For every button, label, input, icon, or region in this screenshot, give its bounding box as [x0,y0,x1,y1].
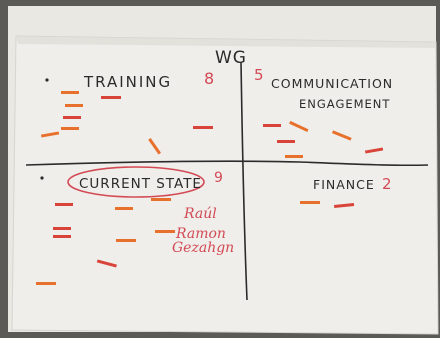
sticky-note [101,96,121,99]
sticky-note [285,155,303,158]
horizontal-divider-line [25,160,429,167]
paper-dot [40,176,44,180]
sticky-note [263,124,281,127]
sticky-note [277,140,295,143]
sticky-note [40,131,60,138]
sticky-note [55,203,73,206]
finance-title: FINANCE [313,177,375,192]
wg-label: WG [215,48,247,68]
finance-count: 2 [382,175,392,193]
name-gezahgn: Gezahgn [172,240,234,256]
sticky-note [65,104,83,107]
name-ramon: Ramon [175,226,226,242]
sticky-note [148,138,161,155]
sticky-note [364,147,384,154]
sticky-note [300,201,320,204]
current-state-count: 9 [214,170,223,186]
name-raul: Raúl [183,206,217,222]
sticky-note [61,91,79,94]
vertical-divider-line [240,61,248,301]
current-state-circle [67,166,205,198]
sticky-note [36,282,56,285]
sticky-note [333,202,355,209]
sticky-note [193,126,213,129]
communication-count: 5 [254,66,264,84]
sticky-note [155,230,175,233]
training-count: 8 [204,69,214,88]
communication-title: COMMUNICATION [271,76,393,91]
sticky-note [116,239,136,242]
sticky-note [63,116,81,119]
sticky-note [289,120,309,133]
sticky-note [61,127,79,130]
sticky-note [151,198,171,201]
sticky-note [331,130,352,141]
training-title: TRAINING [83,73,172,91]
sticky-notes [36,91,384,285]
sticky-note [115,207,133,210]
paper-shadow [16,36,436,48]
sticky-note [96,259,117,268]
current-state-title: CURRENT STATE [79,176,202,192]
paper-dot [45,78,49,82]
engagement-title: ENGAGEMENT [299,97,390,111]
sticky-note [53,227,71,230]
sticky-note [53,235,71,238]
